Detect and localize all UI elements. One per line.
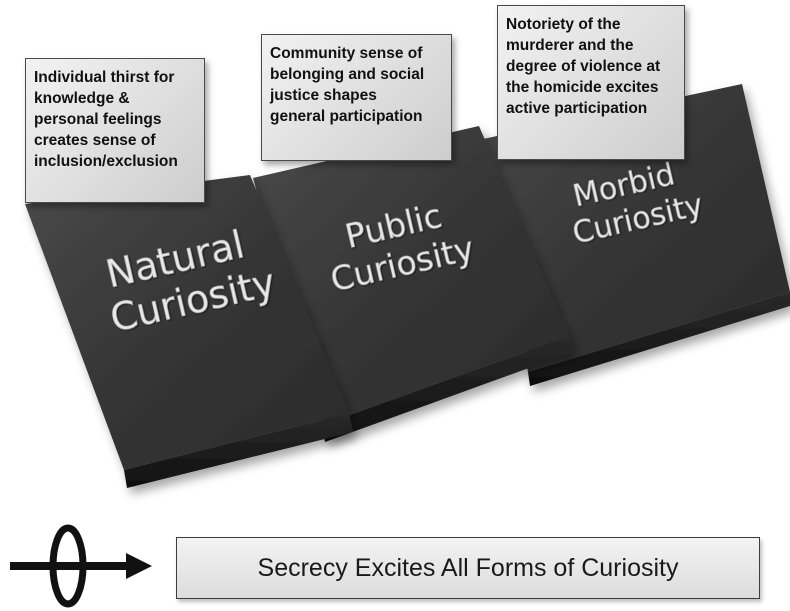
note-line: creates sense of xyxy=(34,132,156,149)
note-line: degree of violence at xyxy=(506,58,661,75)
tile-public-curiosity xyxy=(253,126,573,442)
note-line: active participation xyxy=(506,100,648,117)
tile-natural-curiosity xyxy=(25,175,353,488)
note-line: murderer and the xyxy=(506,37,634,54)
note-line: Notoriety of the xyxy=(506,16,621,33)
note-line: justice shapes xyxy=(270,87,377,104)
circle-arrow-icon xyxy=(10,524,152,608)
note-morbid-curiosity: Notoriety of the murderer and the degree… xyxy=(497,5,685,160)
note-line: Individual thirst for xyxy=(34,69,175,86)
footer-statement-text: Secrecy Excites All Forms of Curiosity xyxy=(257,553,679,582)
note-line: general participation xyxy=(270,108,423,125)
tile-natural-top xyxy=(25,175,349,470)
note-line: personal feelings xyxy=(34,111,162,128)
note-line: Community sense of xyxy=(270,45,423,62)
tile-natural-edge xyxy=(124,413,353,488)
note-natural-curiosity: Individual thirst for knowledge & person… xyxy=(25,58,205,203)
tile-morbid-edge xyxy=(528,292,790,386)
footer-statement-box: Secrecy Excites All Forms of Curiosity xyxy=(176,537,760,599)
note-line: knowledge & xyxy=(34,90,130,107)
tile-public-top xyxy=(253,126,569,425)
note-line: the homicide excites xyxy=(506,79,659,96)
note-line: inclusion/exclusion xyxy=(34,153,178,170)
note-line: belonging and social xyxy=(270,66,425,83)
note-public-curiosity: Community sense of belonging and social … xyxy=(261,34,452,161)
tile-public-edge xyxy=(322,336,573,442)
